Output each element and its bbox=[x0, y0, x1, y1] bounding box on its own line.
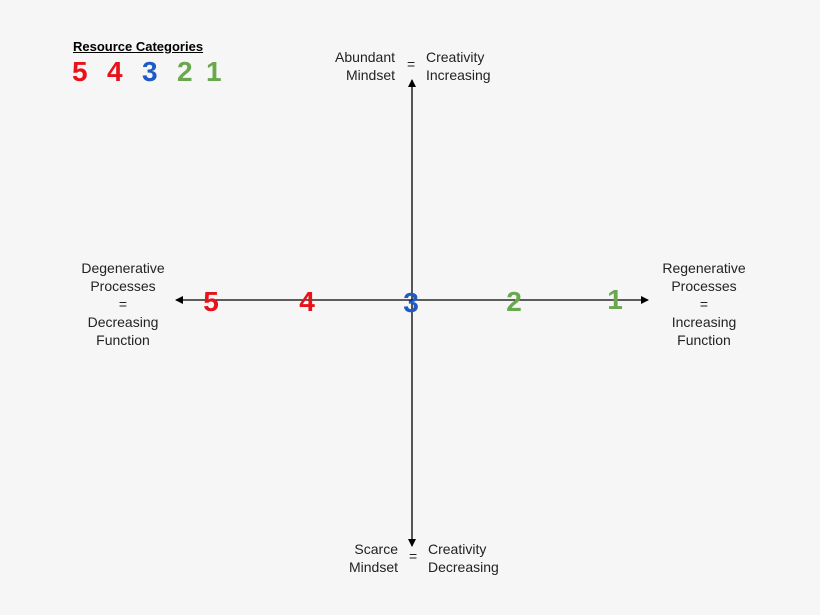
top-equals: = bbox=[407, 56, 416, 72]
left-line2: Processes bbox=[90, 278, 156, 294]
top-right-label: Creativity Increasing bbox=[426, 48, 516, 84]
left-line3: = bbox=[118, 296, 128, 312]
legend-item-1: 1 bbox=[206, 56, 222, 87]
axis-number-1: 1 bbox=[607, 284, 623, 315]
axis-number-5: 5 bbox=[203, 286, 219, 317]
bottom-right-label: Creativity Decreasing bbox=[428, 540, 518, 576]
right-label: Regenerative Processes = Increasing Func… bbox=[649, 259, 759, 349]
bottom-left-label: Scarce Mindset bbox=[328, 540, 398, 576]
right-line4: Increasing bbox=[671, 314, 737, 330]
right-line2: Processes bbox=[671, 278, 737, 294]
left-line4: Decreasing bbox=[87, 314, 159, 330]
top-left-line1: Abundant bbox=[335, 49, 395, 65]
legend-title: Resource Categories bbox=[73, 39, 204, 54]
axis-number-2: 2 bbox=[506, 286, 522, 317]
bottom-right-line2: Decreasing bbox=[428, 559, 499, 575]
left-label: Degenerative Processes = Decreasing Func… bbox=[68, 259, 178, 349]
legend-item-4: 4 bbox=[107, 56, 123, 87]
bottom-left-line1: Scarce bbox=[354, 541, 398, 557]
right-line3: = bbox=[699, 296, 709, 312]
right-line5: Function bbox=[677, 332, 731, 348]
top-left-label: Abundant Mindset bbox=[325, 48, 395, 84]
bottom-equals: = bbox=[409, 548, 418, 564]
bottom-left-line2: Mindset bbox=[348, 559, 398, 575]
top-right-line1: Creativity bbox=[426, 49, 485, 65]
axis-number-4: 4 bbox=[299, 286, 315, 317]
legend-item-2: 2 bbox=[177, 56, 193, 87]
top-right-line2: Increasing bbox=[426, 67, 491, 83]
legend-item-5: 5 bbox=[72, 56, 88, 87]
axis-number-3: 3 bbox=[403, 287, 419, 318]
top-left-line2: Mindset bbox=[345, 67, 395, 83]
bottom-right-line1: Creativity bbox=[428, 541, 487, 557]
left-line5: Function bbox=[96, 332, 150, 348]
left-line1: Degenerative bbox=[81, 260, 165, 276]
legend-item-3: 3 bbox=[142, 56, 158, 87]
right-line1: Regenerative bbox=[662, 260, 746, 276]
